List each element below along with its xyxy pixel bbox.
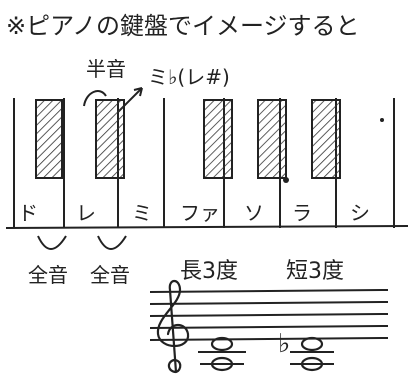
white-key-label-ra: ラ (292, 201, 312, 225)
flat-sign: ♭ (278, 329, 290, 359)
semitone-label: 半音 (86, 57, 126, 81)
major-third-label: 長3度 (180, 259, 238, 284)
note-e-flat (300, 336, 324, 352)
white-key-label-do: ド (18, 201, 38, 225)
white-key-label-mi: ミ (132, 201, 152, 225)
semitone-pointer-arrow (83, 90, 107, 107)
music-staff (149, 289, 389, 341)
whole-tone-label-2: 全音 (90, 263, 130, 287)
treble-clef-icon (156, 279, 190, 374)
black-key-g-sharp (257, 99, 287, 179)
black-key-a-sharp (311, 99, 341, 179)
white-key-label-shi: シ (350, 201, 370, 225)
black-key-d-sharp (95, 99, 125, 179)
whole-tone-bracket-2 (97, 235, 127, 250)
black-key-c-sharp (35, 99, 63, 179)
white-key-label-re: レ (76, 201, 96, 225)
piano-keyboard (5, 98, 409, 229)
whole-tone-label-1: 全音 (28, 263, 68, 287)
white-key-label-fa: ファ (180, 201, 220, 225)
minor-third-notes: ♭ (278, 329, 334, 372)
black-key-f-sharp (203, 99, 233, 179)
white-key-label-so: ソ (244, 201, 264, 225)
sharp-label: ミ♭(レ#) (148, 65, 230, 89)
minor-third-label: 短3度 (286, 259, 344, 284)
title-text: ※ピアノの鍵盤でイメージすると (6, 12, 359, 40)
note-e (210, 336, 234, 352)
whole-tone-bracket-1 (37, 235, 67, 250)
major-third-notes (198, 336, 246, 372)
